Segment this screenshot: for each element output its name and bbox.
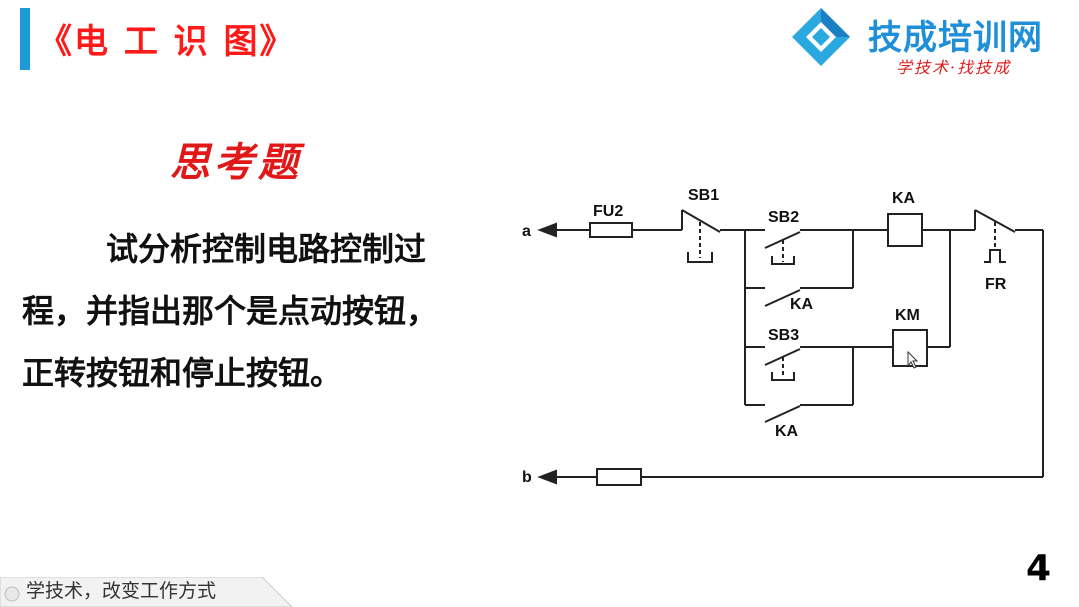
ka-contact-1-label: KA — [790, 296, 814, 313]
sb1-label: SB1 — [688, 187, 719, 204]
footer-band — [0, 577, 293, 607]
arrow-a-icon — [537, 222, 557, 238]
question-line-3: 正转按钮和停止按钮。 — [22, 354, 343, 392]
title-accent-bar — [20, 8, 30, 70]
fu2-label: FU2 — [593, 203, 623, 220]
subtitle: 思考题 — [170, 139, 302, 186]
page-number: 4 — [1025, 548, 1051, 589]
terminal-a-label: a — [522, 223, 531, 240]
fuse-fu2 — [589, 222, 633, 238]
brand-slogan: 学技术·找技成 — [896, 58, 1012, 77]
ka-contact-1 — [764, 289, 801, 307]
ka-contact-2 — [764, 405, 801, 423]
ka-coil — [887, 213, 923, 247]
ka-coil-label: KA — [892, 190, 916, 207]
km-coil-label: KM — [895, 307, 920, 324]
fr-label: FR — [985, 276, 1007, 293]
arrow-b-icon — [537, 469, 557, 485]
footer-slogan: 学技术，改变工作方式 — [26, 580, 217, 602]
brand-name: 技成培训网 — [868, 18, 1043, 58]
fuse-bottom — [596, 468, 642, 486]
question-line-1: 试分析控制电路控制过 — [106, 230, 427, 268]
sb1-contact — [681, 209, 721, 233]
sb2-label: SB2 — [768, 209, 799, 226]
brand-logo-icon — [792, 8, 850, 66]
km-coil — [892, 329, 928, 367]
mouse-cursor-icon — [907, 350, 919, 369]
fr-contact — [974, 209, 1016, 233]
slide-title: 《电 工 识 图》 — [38, 22, 296, 62]
question-text: 试分析控制电路控制过 程，并指出那个是点动按钮， 正转按钮和停止按钮。 — [22, 218, 492, 404]
sb3-label: SB3 — [768, 327, 799, 344]
ka-contact-2-label: KA — [775, 423, 799, 440]
terminal-b-label: b — [522, 469, 532, 486]
question-line-2: 程，并指出那个是点动按钮， — [22, 292, 439, 330]
